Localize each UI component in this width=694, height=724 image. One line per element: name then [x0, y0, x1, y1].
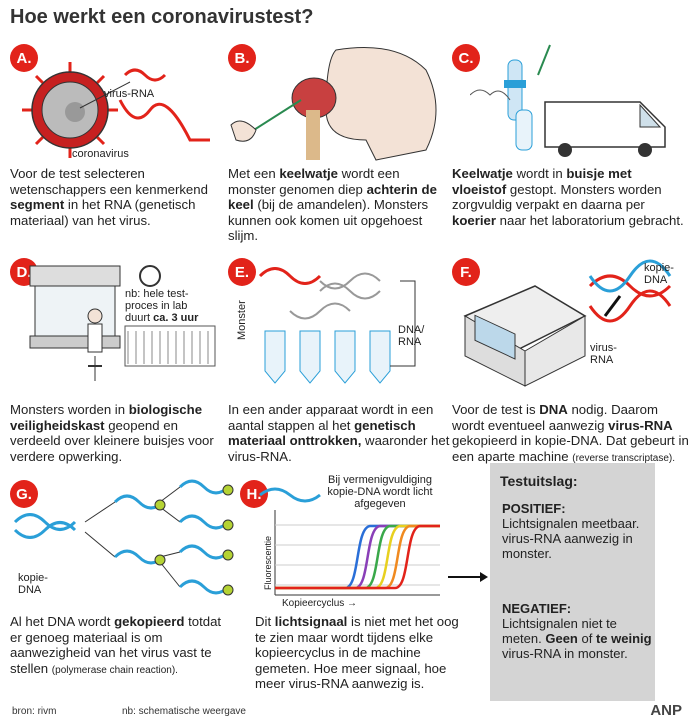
step-h-text: Dit lichtsignaal is niet met het oog te …	[255, 614, 470, 692]
bold-text: DNA	[539, 402, 568, 417]
text-segment: (reverse transcriptase).	[572, 452, 676, 464]
text-segment: gekopieerd in kopie-DNA. Dat gebeurt in …	[452, 433, 689, 464]
text-segment: in het RNA (genetisch materiaal) van het…	[10, 197, 196, 228]
text-segment: gestopt. Monsters worden zorgvuldig verp…	[452, 181, 662, 213]
bold-text: POSITIEF:	[502, 501, 566, 516]
text-segment: (bij de amandelen). Monsters kunnen ook …	[228, 197, 429, 243]
badge-f: F.	[452, 258, 480, 286]
bold-text: Geen	[545, 631, 578, 646]
safety-cabinet-illustration	[29, 265, 216, 381]
result-positive: POSITIEF:Lichtsignalen meetbaar. virus-R…	[502, 501, 652, 561]
rt-machine-illustration	[463, 259, 672, 387]
text-segment: (polymerase chain reaction).	[51, 664, 178, 676]
pcr-illustration	[13, 479, 234, 596]
coronavirus-illustration	[22, 62, 210, 158]
step-g-text: Al het DNA wordt gekopieerd totdat er ge…	[10, 614, 235, 678]
bold-text: keelwatje	[279, 166, 338, 181]
text-segment: Met een	[228, 166, 280, 181]
label-kopie-dna: kopie-DNA	[644, 262, 674, 286]
result-heading: Testuitslag:	[500, 473, 578, 489]
schematic-note: nb: schematische weergave	[122, 706, 246, 717]
bold-text: lichtsignaal	[274, 614, 348, 629]
text-segment: Voor de test is	[452, 402, 540, 417]
anp-logo: ANP	[650, 702, 682, 719]
text-segment: of	[577, 631, 596, 646]
bold-text: segment	[10, 197, 65, 212]
page-title: Hoe werkt een coronavirustest?	[10, 6, 314, 28]
text-segment: is niet met het oog te zien maar wordt t…	[255, 614, 459, 691]
test-result-box: Testuitslag: POSITIEF:Lichtsignalen meet…	[490, 463, 655, 701]
badge-e: E.	[228, 258, 256, 286]
curve-red	[275, 524, 440, 590]
bold-text: virus-RNA	[608, 417, 673, 433]
throat-swab-illustration	[230, 47, 437, 161]
label-kopie-dna-g: kopie-DNA	[18, 572, 48, 596]
step-c-text: Keelwatje wordt in buisje met vloeistof …	[452, 166, 687, 228]
text-segment: Voor de test selecteren wetenschappers e…	[10, 166, 208, 197]
badge-a: A.	[10, 44, 38, 72]
text-segment: geopend en verdeeld over kleinere buisje…	[10, 417, 214, 464]
text-segment: waaronder het virus-RNA.	[228, 433, 450, 464]
extraction-illustration	[258, 267, 416, 384]
text-segment: Monsters worden in	[10, 402, 129, 417]
source-note: bron: rivm	[12, 706, 57, 717]
label-dna-rna: DNA/RNA	[398, 324, 425, 348]
label-virus-rna-f: virus-RNA	[590, 342, 617, 366]
bold-text: buisje met vloeistof	[452, 166, 632, 197]
text-segment: nodig. Daarom wordt eventueel aanwezig	[452, 402, 658, 433]
step-b-text: Met een keelwatje wordt een monster geno…	[228, 166, 438, 244]
bold-text: koerier	[452, 212, 496, 228]
curve-blue	[275, 524, 440, 590]
step-e-text: In een ander apparaat wordt in een aanta…	[228, 402, 453, 464]
label-monster: Monster	[236, 300, 248, 340]
label-virus-rna: virus-RNA	[104, 88, 155, 100]
text-segment: Dit	[255, 614, 275, 629]
step-f-text: Voor de test is DNA nodig. Daarom wordt …	[452, 402, 692, 466]
text-segment: wordt in	[512, 166, 567, 181]
bold-text: NEGATIEF:	[502, 601, 572, 616]
bold-text: genetisch materiaal onttrokken,	[228, 417, 416, 449]
badge-g: G.	[10, 480, 38, 508]
label-coronavirus: coronavirus	[72, 148, 129, 160]
y-axis-label: Fluorescentie	[263, 535, 273, 590]
step-d-text: Monsters worden in biologische veilighei…	[10, 402, 225, 464]
x-axis-label: Kopieercyclus →	[282, 598, 358, 609]
tube-and-van-illustration	[470, 44, 666, 157]
text-segment: Al het DNA wordt	[10, 614, 115, 629]
bold-text: gekopieerd	[114, 614, 185, 629]
text-segment: Lichtsignalen niet te meten.	[502, 616, 617, 646]
bold-text: te weinig	[595, 631, 652, 646]
text-segment: virus-RNA in monster.	[502, 646, 628, 661]
badge-c: C.	[452, 44, 480, 72]
text-segment: Lichtsignalen meetbaar. virus-RNA aanwez…	[502, 516, 640, 561]
badge-b: B.	[228, 44, 256, 72]
text-segment: In een ander apparaat wordt in een aanta…	[228, 402, 434, 433]
bold-text: achterin de keel	[228, 181, 437, 213]
arrow-right-icon	[448, 572, 488, 582]
result-negative: NEGATIEF:Lichtsignalen niet te meten. Ge…	[502, 601, 652, 661]
fluorescence-chart	[259, 487, 440, 596]
text-segment: naar het laboratorium gebracht.	[496, 212, 684, 228]
bold-text: biologische veiligheidskast	[10, 402, 203, 433]
bold-text: Keelwatje	[452, 166, 513, 181]
text-segment: wordt een monster genomen diep	[228, 166, 400, 197]
text-segment: totdat er genoeg materiaal is om aanwezi…	[10, 614, 222, 676]
step-a-text: Voor de test selecteren wetenschappers e…	[10, 166, 210, 228]
